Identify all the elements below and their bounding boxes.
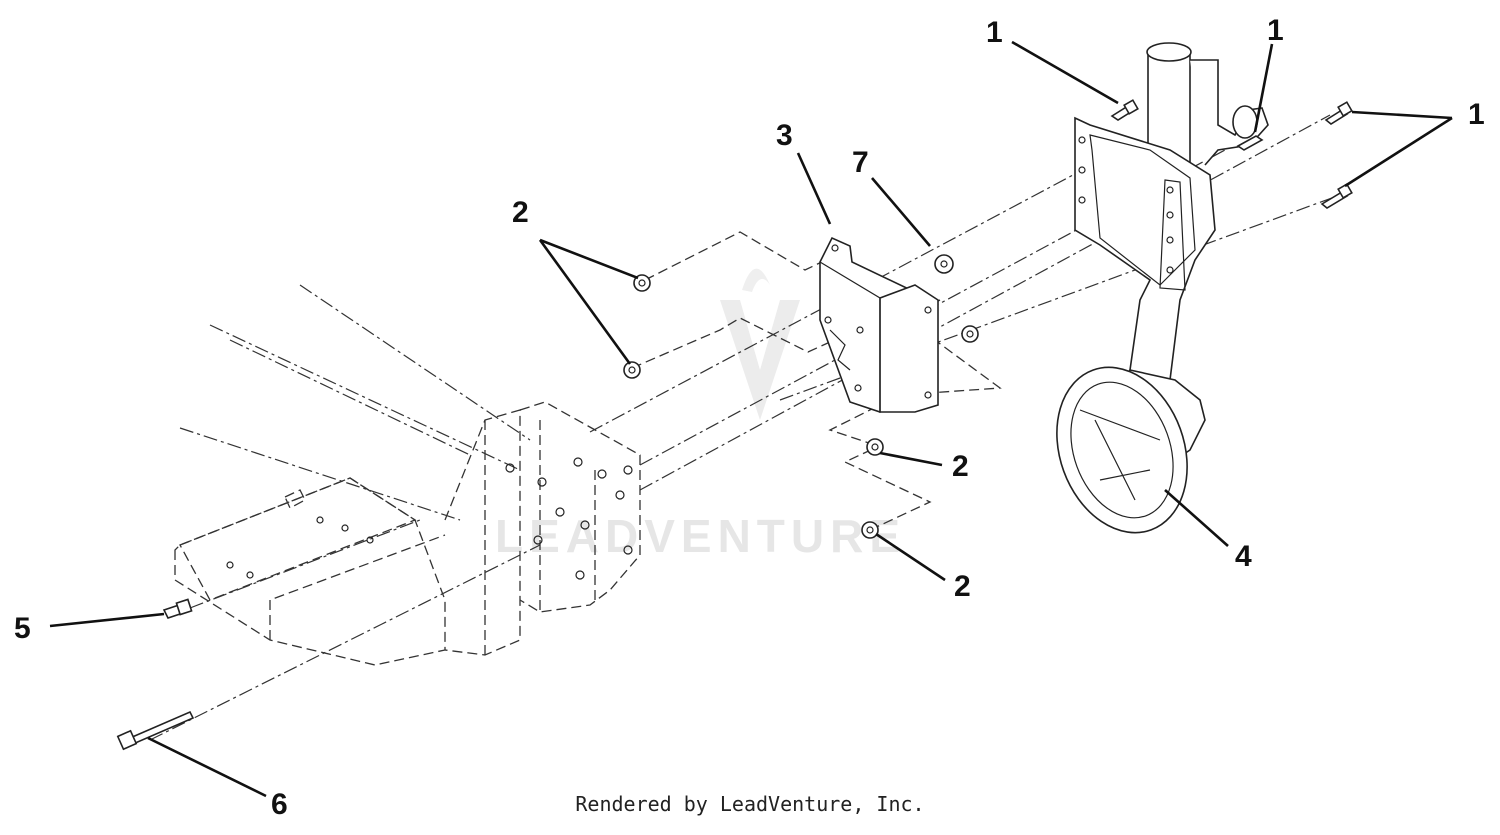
lock-nut-bottom	[861, 521, 879, 539]
callout-1-top-center: 1	[1267, 14, 1284, 47]
bolt-1-top	[1110, 99, 1139, 121]
bolt-5	[162, 598, 193, 619]
leadventure-watermark: LEADVENTURE	[495, 268, 906, 562]
lock-nut-upper-left	[633, 274, 651, 292]
callout-labels: 1 1 1 2 2 2 3 4 5 6 7	[14, 14, 1485, 821]
render-credit: Rendered by LeadVenture, Inc.	[575, 792, 925, 816]
callout-6: 6	[271, 788, 288, 821]
callout-1-top-left: 1	[986, 16, 1003, 49]
lock-nut-center	[866, 438, 884, 456]
callout-3: 3	[776, 119, 793, 152]
lock-nut-lower-left	[623, 361, 641, 379]
hex-nut-mid	[961, 325, 979, 343]
callout-2-left: 2	[512, 196, 529, 229]
hex-nut-7	[934, 254, 954, 274]
mounting-bracket	[819, 236, 939, 413]
watermark-text: LEADVENTURE	[495, 510, 906, 562]
callout-5: 5	[14, 612, 31, 645]
watermark-flame-icon	[742, 268, 770, 292]
caster-wheel-assembly	[1056, 42, 1269, 534]
tractor-frame	[174, 401, 641, 666]
callout-1-right: 1	[1468, 98, 1485, 131]
bolt-1-right-lower	[1320, 183, 1353, 209]
callout-2-center: 2	[952, 450, 969, 483]
long-bolt-6	[116, 710, 195, 751]
bolt-1-handle	[1236, 135, 1264, 151]
callout-7: 7	[852, 146, 869, 179]
bolt-1-right-upper	[1324, 101, 1353, 125]
callout-leaders	[49, 40, 1453, 798]
nut-assembly-paths	[631, 231, 1002, 531]
watermark-logo-icon	[720, 300, 800, 420]
callout-4: 4	[1235, 540, 1252, 573]
callout-2-bottom: 2	[954, 570, 971, 603]
